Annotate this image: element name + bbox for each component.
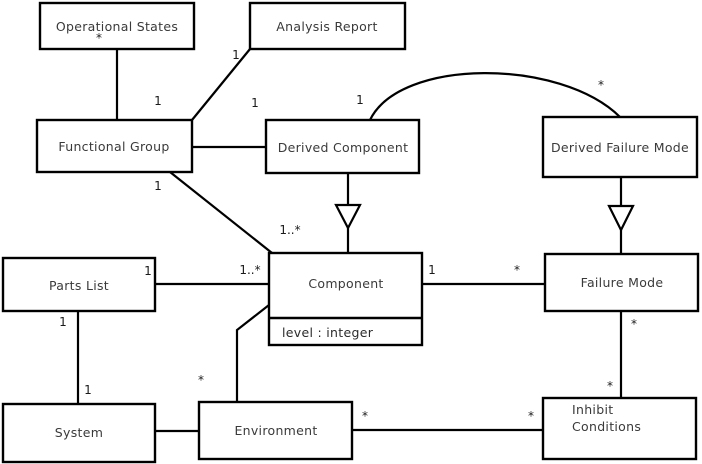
class-box-derived-component[interactable]	[264, 118, 421, 175]
class-box-environment[interactable]	[197, 400, 354, 461]
association-functional-group-component[interactable]	[169, 171, 273, 254]
multiplicity-analysis-report-from-functional-group: 1	[232, 48, 240, 62]
multiplicity-derived-failure-mode-curve: *	[598, 78, 604, 92]
multiplicity-functional-group-to-component-near: 1	[154, 179, 162, 193]
class-analysis-report[interactable]: Analysis Report	[248, 1, 407, 51]
generalization-triangle-derived-component-component[interactable]	[334, 203, 362, 231]
class-box-derived-failure-mode[interactable]	[541, 115, 699, 179]
multiplicity-component-to-failure-mode: 1	[428, 263, 436, 277]
association-functional-group-analysis-report[interactable]	[191, 48, 251, 121]
class-box-analysis-report[interactable]	[248, 1, 407, 51]
class-box-parts-list[interactable]	[1, 256, 157, 313]
class-box-inhibit-conditions[interactable]	[541, 396, 698, 461]
class-box-component[interactable]	[267, 251, 424, 347]
class-component[interactable]: Component level : integer	[267, 251, 424, 347]
class-name-inhibit-conditions-line2: Conditions	[572, 419, 641, 434]
class-box-system[interactable]	[1, 402, 157, 464]
class-derived-component[interactable]: Derived Component	[264, 118, 421, 175]
multiplicity-failure-mode-to-inhibit-conditions: *	[631, 317, 637, 331]
multiplicity-component-from-parts-list: 1..*	[239, 263, 260, 277]
class-name-component: Component	[308, 276, 383, 291]
multiplicity-parts-list-to-system: 1	[59, 315, 67, 329]
class-inhibit-conditions[interactable]: Inhibit Conditions	[541, 396, 698, 461]
class-box-operational-states[interactable]	[38, 1, 196, 51]
class-environment[interactable]: Environment	[197, 400, 354, 461]
class-name-derived-failure-mode: Derived Failure Mode	[551, 140, 689, 155]
class-name-environment: Environment	[234, 423, 317, 438]
class-box-failure-mode[interactable]	[543, 252, 700, 313]
association-environment-component[interactable]	[235, 304, 270, 402]
class-name-parts-list: Parts List	[49, 278, 109, 293]
generalization-triangle-derived-failure-mode-failure-mode[interactable]	[607, 204, 635, 233]
multiplicity-failure-mode-from-component: *	[514, 263, 520, 277]
class-parts-list[interactable]: Parts List	[1, 256, 157, 313]
class-name-failure-mode: Failure Mode	[581, 275, 664, 290]
multiplicity-derived-component-from-functional-group: 1	[251, 96, 259, 110]
multiplicity-component-from-functional-group: 1..*	[279, 223, 300, 237]
class-name-derived-component: Derived Component	[278, 140, 409, 155]
class-failure-mode[interactable]: Failure Mode	[543, 252, 700, 313]
class-functional-group[interactable]: Functional Group	[35, 118, 194, 174]
class-name-analysis-report: Analysis Report	[276, 19, 377, 34]
multiplicity-functional-group-to-analysis-report-near: 1	[154, 94, 162, 108]
class-name-inhibit-conditions-line1: Inhibit	[572, 402, 613, 417]
class-system[interactable]: System	[1, 402, 157, 464]
class-name-functional-group: Functional Group	[58, 139, 169, 154]
multiplicity-system-from-parts-list: 1	[84, 383, 92, 397]
multiplicity-derived-component-curve: 1	[356, 93, 364, 107]
multiplicity-parts-list-to-component: 1	[144, 264, 152, 278]
multiplicity-operational-states-star: *	[96, 31, 102, 45]
multiplicity-inhibit-conditions-from-environment: *	[528, 409, 534, 423]
class-name-system: System	[55, 425, 103, 440]
class-box-functional-group[interactable]	[35, 118, 194, 174]
multiplicity-inhibit-conditions-from-failure-mode: *	[607, 379, 613, 393]
class-operational-states[interactable]: Operational States	[38, 1, 196, 51]
associations-layer	[76, 48, 623, 433]
class-derived-failure-mode[interactable]: Derived Failure Mode	[541, 115, 699, 179]
association-derived-component-derived-failure-mode[interactable]	[369, 72, 621, 121]
class-attribute-component-level: level : integer	[282, 325, 374, 340]
class-name-operational-states: Operational States	[56, 19, 178, 34]
multiplicity-environment-to-component: *	[198, 373, 204, 387]
multiplicity-environment-to-inhibit-conditions: *	[362, 409, 368, 423]
generalizations-layer	[334, 173, 635, 254]
multiplicity-layer: * 1 1 1 1 1..* 1 * 1 1..* 1 1 1 * * * * …	[59, 31, 637, 423]
